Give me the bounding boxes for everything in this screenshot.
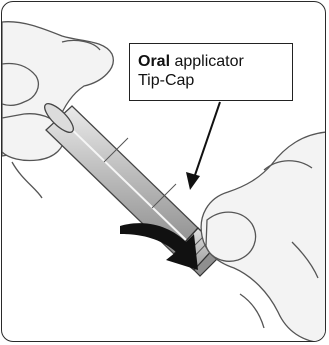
callout-bold-word: Oral bbox=[138, 53, 170, 70]
callout-rest-word: applicator bbox=[170, 53, 244, 70]
callout-label: Oral applicator Tip-Cap bbox=[129, 43, 293, 101]
hand-bottom-icon bbox=[201, 132, 326, 342]
callout-line-1: Oral applicator bbox=[138, 52, 292, 71]
pointer-arrow-icon bbox=[186, 102, 220, 190]
oral-applicator-icon bbox=[41, 100, 198, 254]
callout-line-2: Tip-Cap bbox=[138, 71, 292, 90]
illustration-frame: Oral applicator Tip-Cap bbox=[1, 1, 326, 342]
